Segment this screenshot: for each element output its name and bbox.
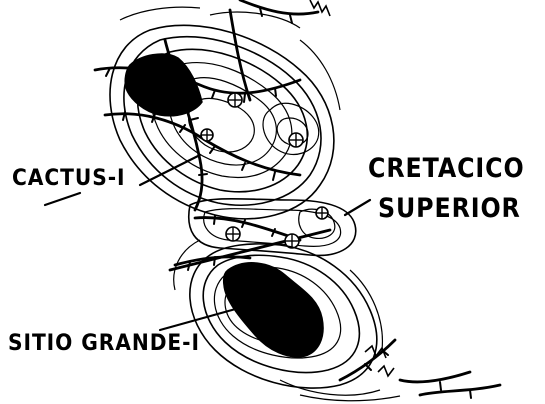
well-circle-cross-icon [284, 233, 300, 249]
well-circle-cross-icon [288, 132, 304, 148]
cactus-wells [200, 92, 304, 148]
well-circle-cross-icon [227, 92, 243, 108]
cactus-faults [93, 0, 320, 212]
well-circle-cross-icon [315, 206, 329, 220]
field-label-sitio-grande: SITIO GRANDE-I [8, 331, 200, 356]
cactus-leader [138, 153, 202, 187]
formation-leader [343, 198, 372, 217]
formation-label-line1: CRETACICO [368, 153, 525, 184]
field-label-cactus: CACTUS-I [12, 166, 126, 191]
sitio-grande-leader [158, 303, 252, 332]
formation-label-line2: SUPERIOR [378, 193, 521, 224]
cactus-contours [109, 6, 341, 220]
saddle-wells [225, 206, 329, 249]
cactus-leader-lower [43, 191, 82, 207]
well-circle-cross-icon [200, 128, 214, 142]
sitio-grande-reservoir-fill [222, 262, 324, 358]
well-circle-cross-icon [225, 226, 241, 242]
break-marks [309, 0, 395, 378]
sitio-grande-faults [173, 255, 502, 399]
